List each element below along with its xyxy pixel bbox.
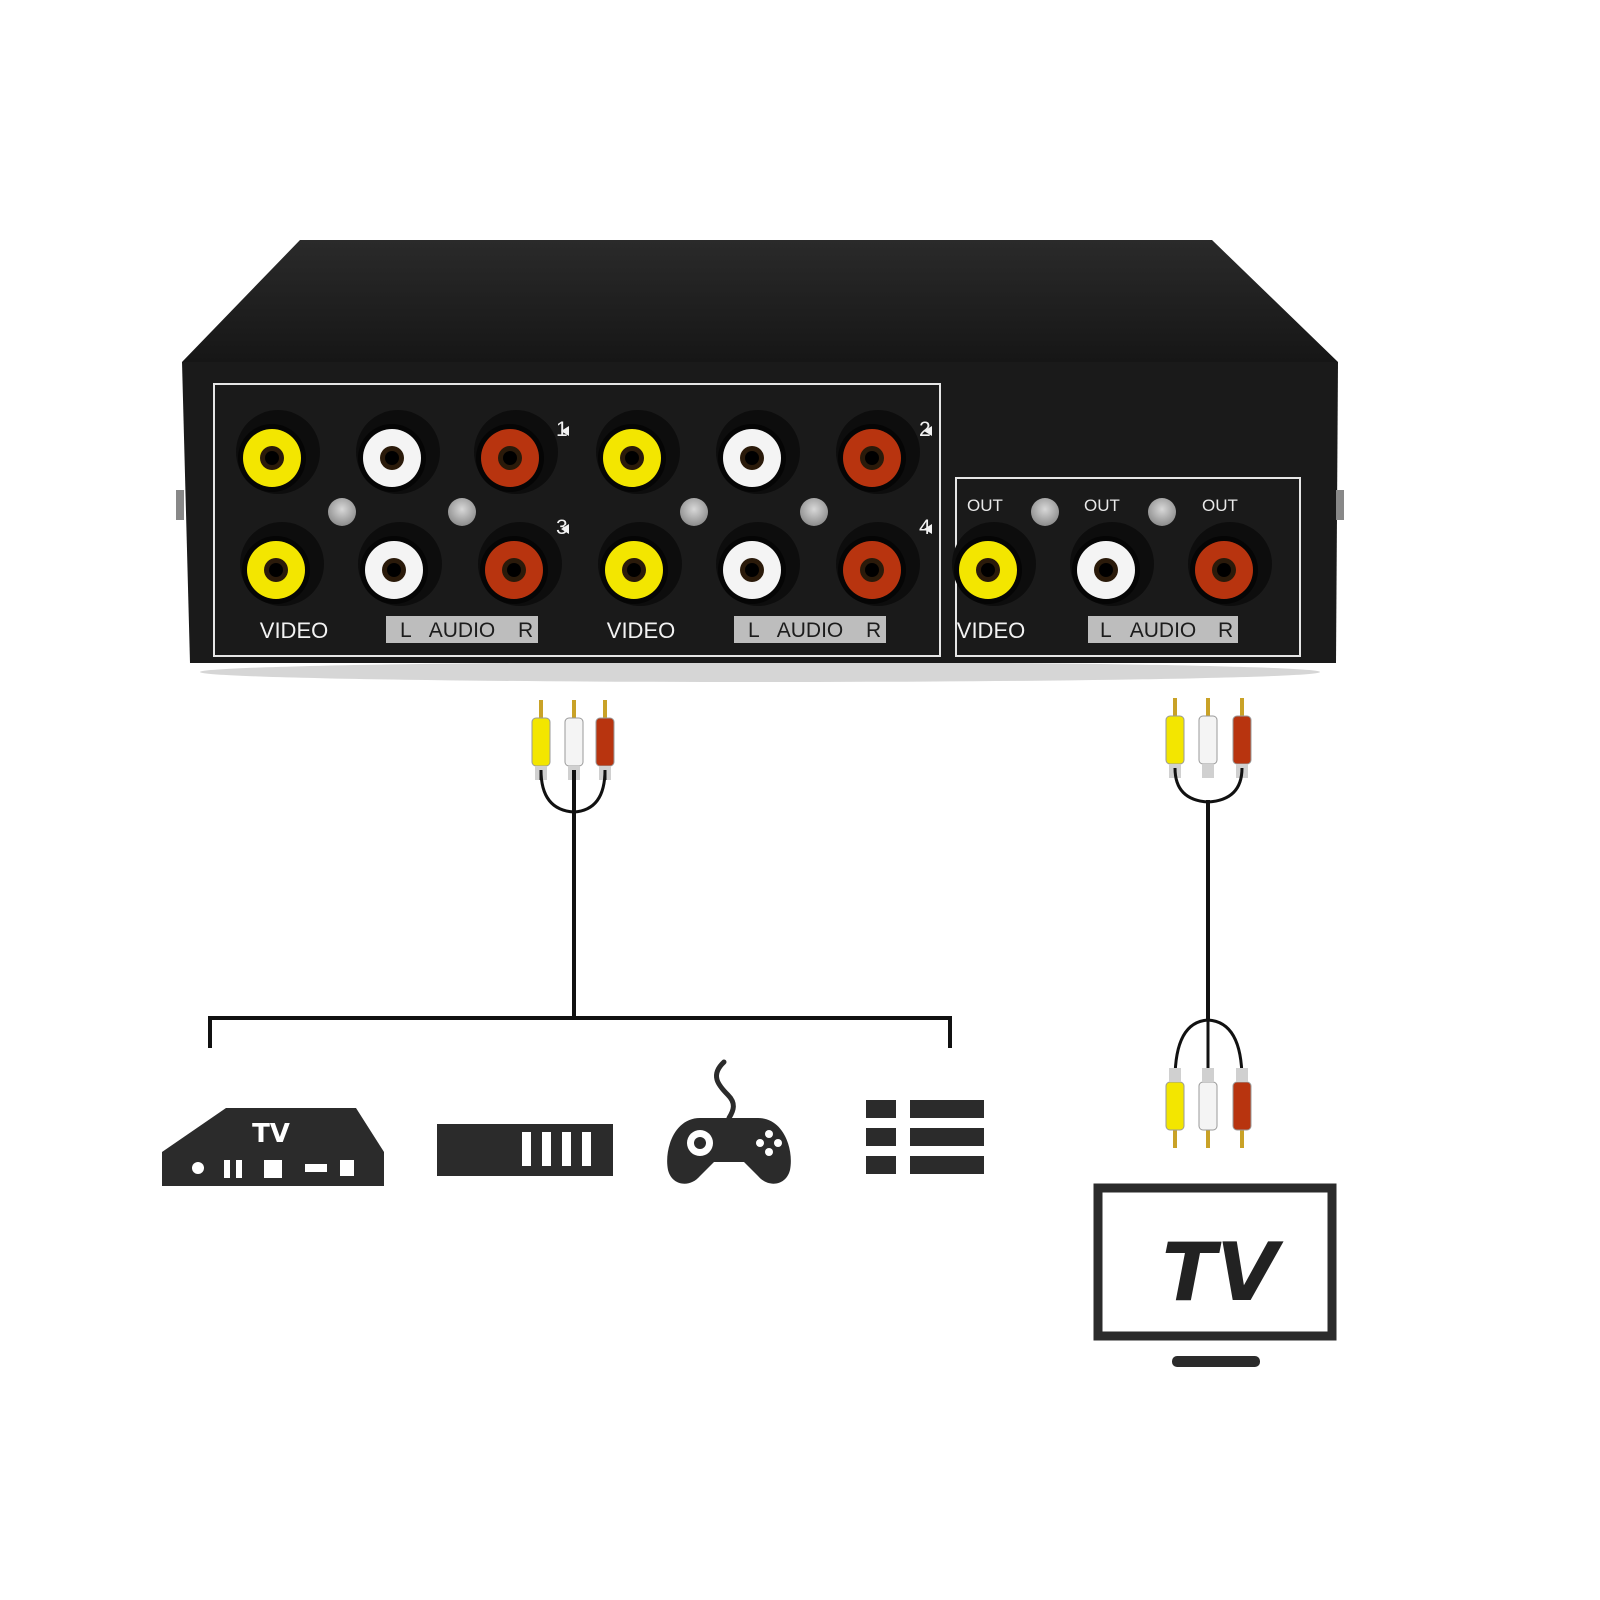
output-audio-label: AUDIO [1130,619,1197,642]
input-number-3: 3 [556,516,568,539]
input-video-label-a: VIDEO [260,618,328,643]
output-jack-3[interactable] [1188,522,1272,606]
panel-knob-2 [448,498,476,526]
arrow-3-icon [561,524,569,534]
output-jack-2[interactable] [1070,522,1154,606]
panel-knob-1 [328,498,356,526]
arrow-4-icon [924,524,932,534]
input-top-jack-1[interactable] [236,410,320,494]
arrow-1-icon [561,426,569,436]
left-side-screw [176,490,184,520]
input-top-jack-6[interactable] [836,410,920,494]
input-audio-label-a: AUDIO [429,619,496,642]
input-audio-label-box-b [734,616,886,643]
dvd-player-icon [437,1124,613,1176]
television-icon: TV [1093,1183,1337,1367]
input-bottom-jack-6[interactable] [836,522,920,606]
output-plug-audio-right-bottom [1232,1068,1252,1148]
input-panel [213,383,941,657]
input-bottom-jack-4[interactable] [598,522,682,606]
media-device-icon [866,1100,984,1174]
output-audio-l-label: L [1100,619,1112,642]
gamepad-icon [667,1059,791,1184]
output-audio-label-box [1088,616,1238,643]
input-audio-label-b: AUDIO [777,619,844,642]
box-top-face [182,240,1338,362]
input-top-jack-3[interactable] [474,410,558,494]
output-plug-video-bottom [1165,1068,1185,1148]
panel-knob-6 [1148,498,1176,526]
output-plug-audio-left-top [1198,698,1218,778]
set-top-box-icon: TV [162,1108,384,1186]
input-audio-r-label-b: R [866,619,881,642]
box-front-face [182,362,1338,663]
output-jack-1[interactable] [952,522,1036,606]
input-top-jack-2[interactable] [356,410,440,494]
input-audio-label-box-a [386,616,538,643]
output-audio-r-label: R [1218,619,1233,642]
input-plug-video [531,700,551,780]
input-audio-l-label-b: L [748,619,760,642]
tv-stand [1172,1356,1260,1367]
av-switch-box: 1 2 3 4 VIDEO L AUDIO R VIDEO L AUDIO R … [176,240,1344,682]
panel-knob-4 [800,498,828,526]
input-rca-cable [208,700,952,1048]
input-audio-l-label-a: L [400,619,412,642]
output-plug-audio-left-bottom [1198,1068,1218,1148]
input-number-2: 2 [919,418,931,441]
panel-knob-3 [680,498,708,526]
source-bracket [208,1016,952,1048]
box-shadow [200,662,1320,682]
input-video-label-b: VIDEO [607,618,675,643]
out-tag-audio-left: OUT [1084,496,1120,515]
input-bottom-jack-3[interactable] [478,522,562,606]
out-tag-video: OUT [967,496,1003,515]
input-bottom-jack-1[interactable] [240,522,324,606]
input-top-jack-5[interactable] [716,410,800,494]
out-tag-audio-right: OUT [1202,496,1238,515]
input-plug-audio-left [564,700,584,780]
input-number-4: 4 [919,516,931,539]
arrow-2-icon [924,426,932,436]
set-top-box-label: TV [252,1119,290,1149]
input-bottom-jack-2[interactable] [358,522,442,606]
tv-screen-label: TV [1162,1226,1285,1319]
input-number-1: 1 [556,418,568,441]
output-plug-video-top [1165,698,1185,778]
input-top-jack-4[interactable] [596,410,680,494]
input-plug-audio-right [595,700,615,780]
panel-knob-5 [1031,498,1059,526]
right-side-screw [1336,490,1344,520]
output-rca-cable [1165,698,1252,1148]
output-video-label: VIDEO [957,618,1025,643]
input-bottom-jack-5[interactable] [716,522,800,606]
output-plug-audio-right-top [1232,698,1252,778]
input-audio-r-label-a: R [518,619,533,642]
